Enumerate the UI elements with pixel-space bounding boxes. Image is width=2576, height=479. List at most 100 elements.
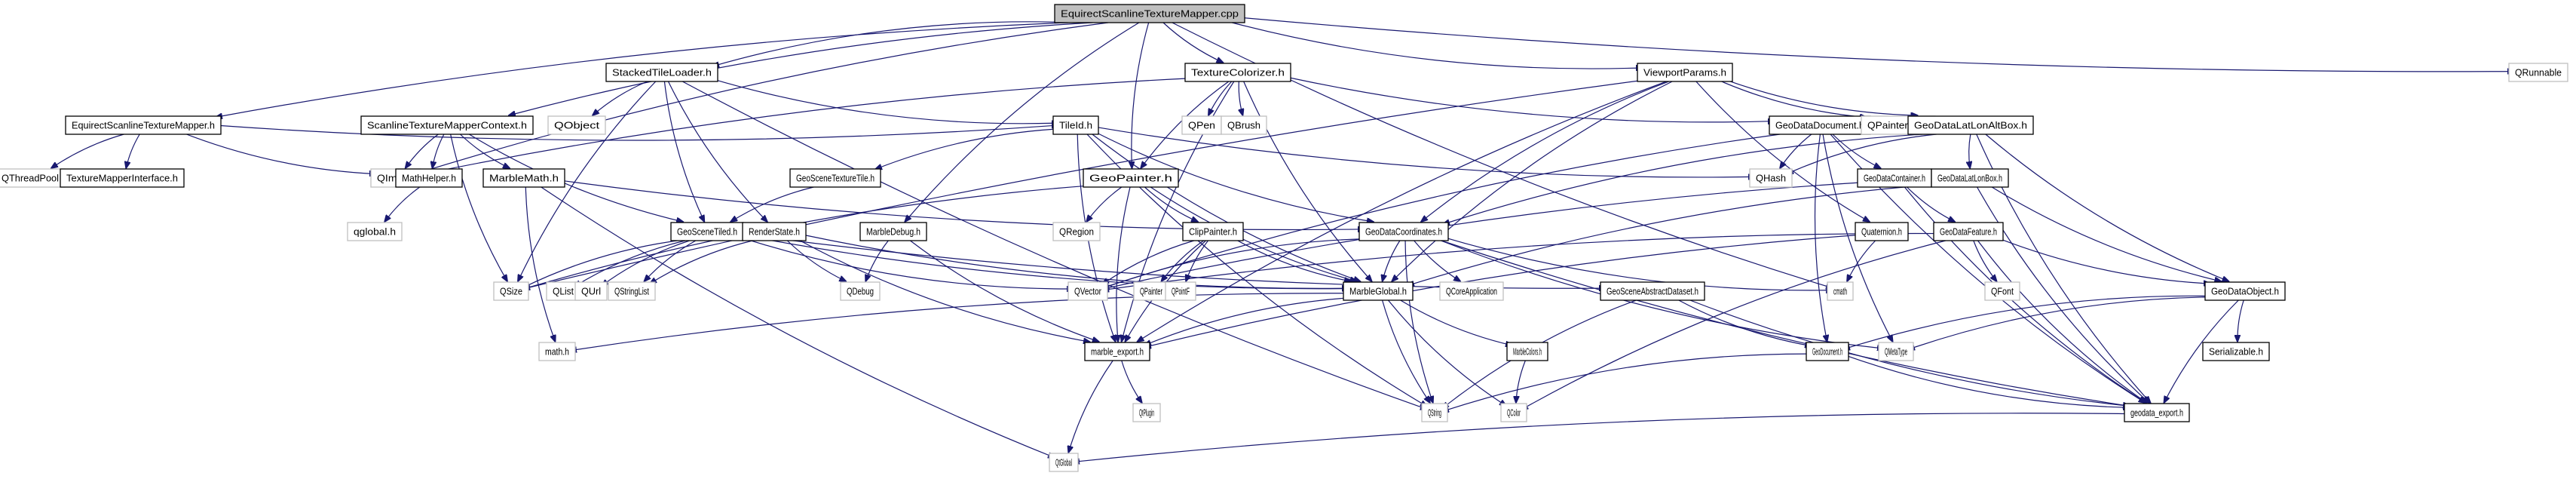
node-geodatalatlonbox-h[interactable]: GeoDataLatLonBox.h <box>1931 168 2009 188</box>
node-label: QPen <box>1188 120 1215 131</box>
node-box <box>1132 403 1161 422</box>
edge-tileid-h-to-marbleglobal-h <box>1092 134 1360 281</box>
node-texturecolorizer-h[interactable]: TextureColorizer.h <box>1184 63 1291 82</box>
node-marblecolors-h[interactable]: MarbleColors.h <box>1506 342 1548 361</box>
node-geoscenetexturetile-h[interactable]: GeoSceneTextureTile.h <box>789 168 881 188</box>
node-qstring: QString <box>1421 403 1448 422</box>
edge-viewportparams-h-to-geodatalatlonaltbox-h <box>1726 79 1918 115</box>
edge-texturecolorizer-h-to-marbleglobal-h <box>1243 81 1372 281</box>
node-box <box>0 168 66 188</box>
edge-geodatacoordinates-h-to-geodata-export-h <box>1441 240 2130 406</box>
edge-equirectscanlinetexturemapper-h-to-qimage <box>186 134 376 174</box>
edge-equirectscanlinetexturemapper-cpp-to-qrunnable <box>1238 17 2514 72</box>
node-box <box>2204 281 2286 301</box>
node-equirectscanlinetexturemapper-cpp[interactable]: EquirectScanlineTextureMapper.cpp <box>1054 4 1245 23</box>
edge-geodatalatlonbox-h-to-geodata-export-h <box>1977 186 2149 403</box>
node-label: QObject <box>554 120 599 131</box>
node-math-h: math.h <box>538 342 576 361</box>
node-mathhelper-h[interactable]: MathHelper.h <box>395 168 463 188</box>
edge-viewportparams-h-to-qpainterpath <box>1721 81 1867 118</box>
node-label: QRunnable <box>2515 67 2562 78</box>
node-label: GeoDataDocument.h <box>1775 120 1864 131</box>
edge-equirectscanlinetexturemapper-h-to-tileid-h <box>214 125 1058 141</box>
node-qdebug: QDebug <box>840 281 881 301</box>
edge-geodatacoordinates-h-to-qvector <box>1102 238 1366 289</box>
node-geodatacoordinates-h[interactable]: GeoDataCoordinates.h <box>1358 222 1449 241</box>
edge-marbleglobal-h-to-qstring <box>1382 299 1430 403</box>
edge-equirectscanlinetexturemapper-cpp-to-stackedtileloader-h <box>712 21 1075 66</box>
node-stackedtileloader-h[interactable]: StackedTileLoader.h <box>605 63 718 82</box>
node-clippainter-h[interactable]: ClipPainter.h <box>1182 222 1244 241</box>
node-box <box>1500 403 1527 422</box>
nodes-layer: EquirectScanlineTextureMapper.cppEquirec… <box>0 4 2568 472</box>
edge-geodataobject-h-to-serializable-h <box>2238 299 2244 342</box>
edge-geodatacoordinates-h-to-marbleglobal-h <box>1383 240 1401 281</box>
node-box <box>605 63 718 82</box>
node-renderstate-h[interactable]: RenderState.h <box>742 222 807 241</box>
node-label: GeoDocument.h <box>1812 346 1842 358</box>
node-geodocument-h[interactable]: GeoDocument.h <box>1806 342 1849 361</box>
node-qvector: QVector <box>1067 281 1108 301</box>
node-marbleglobal-h[interactable]: MarbleGlobal.h <box>1343 281 1414 301</box>
node-box <box>1165 281 1196 301</box>
node-geodataobject-h[interactable]: GeoDataObject.h <box>2204 281 2286 301</box>
node-box <box>1637 63 1733 82</box>
edge-renderstate-h-to-marble-export-h <box>799 240 1090 342</box>
node-texturemapperinterface-h[interactable]: TextureMapperInterface.h <box>60 168 185 188</box>
node-box <box>1067 281 1108 301</box>
node-geoscenetiled-h[interactable]: GeoSceneTiled.h <box>670 222 744 241</box>
node-qmetatype: QMetaType <box>1878 342 1914 361</box>
node-quaternion-h[interactable]: Quaternion.h <box>1855 222 1909 241</box>
node-geodatacontainer-h[interactable]: GeoDataContainer.h <box>1857 168 1932 188</box>
node-geodatalatlonaltbox-h[interactable]: GeoDataLatLonAltBox.h <box>1907 115 2034 135</box>
node-qobject: QObject <box>547 115 606 135</box>
node-serializable-h[interactable]: Serializable.h <box>2202 342 2270 361</box>
edge-geodatafeature-h-to-qvector <box>1102 232 1940 290</box>
node-box <box>1506 342 1548 361</box>
edge-viewportparams-h-to-qsize <box>523 79 1644 289</box>
edge-marble-export-h-to-qtplugin <box>1121 360 1142 403</box>
edge-quaternion-h-to-cmath <box>1847 240 1876 281</box>
node-geodatadocument-h[interactable]: GeoDataDocument.h <box>1769 115 1871 135</box>
node-box <box>395 168 463 188</box>
node-box <box>1749 168 1793 188</box>
node-qthreadpool: QThreadPool <box>0 168 66 188</box>
node-scanlinetexturemappercontext-h[interactable]: ScanlineTextureMapperContext.h <box>360 115 534 135</box>
node-label: GeoDataLatLonAltBox.h <box>1914 120 2027 131</box>
node-qpen: QPen <box>1181 115 1222 135</box>
node-qfont: QFont <box>1984 281 2020 301</box>
node-box <box>2202 342 2270 361</box>
node-geodata-export-h[interactable]: geodata_export.h <box>2124 403 2190 422</box>
node-marblemath-h[interactable]: MarbleMath.h <box>482 168 565 188</box>
node-qstringlist: QStringList <box>608 281 656 301</box>
edge-geodatacontainer-h-to-qvector <box>1102 182 1864 290</box>
node-box <box>493 281 529 301</box>
node-marble-export-h[interactable]: marble_export.h <box>1084 342 1150 361</box>
node-box <box>1600 281 1705 301</box>
node-box <box>1083 168 1179 188</box>
edge-clippainter-h-to-qvector <box>1102 240 1194 284</box>
edge-geodataobject-h-to-geodata-export-h <box>2164 299 2239 403</box>
edge-clippainter-h-to-qpointf <box>1186 240 1208 281</box>
edge-geodatafeature-h-to-qfont <box>1973 240 1997 281</box>
edge-geodataobject-h-to-geodocument-h <box>1843 295 2212 349</box>
node-viewportparams-h[interactable]: ViewportParams.h <box>1637 63 1733 82</box>
node-tileid-h[interactable]: TileId.h <box>1052 115 1099 135</box>
node-equirectscanlinetexturemapper-h[interactable]: EquirectScanlineTextureMapper.h <box>65 115 222 135</box>
node-label: QPointF <box>1172 286 1190 297</box>
node-marbledebug-h[interactable]: MarbleDebug.h <box>859 222 927 241</box>
edge-geoscenetiled-h-to-qurl <box>602 240 690 286</box>
edge-equirectscanlinetexturemapper-cpp-to-viewportparams-h <box>1232 22 1643 69</box>
edge-equirectscanlinetexturemapper-h-to-qthreadpool <box>51 134 124 168</box>
node-label: QStringList <box>614 286 649 297</box>
node-geopainter-h[interactable]: GeoPainter.h <box>1083 168 1179 188</box>
node-box <box>1931 168 2009 188</box>
node-label: MarbleColors.h <box>1513 346 1542 358</box>
node-geodatafeature-h[interactable]: GeoDataFeature.h <box>1933 222 2004 241</box>
edge-marblemath-h-to-math-h <box>525 186 555 342</box>
node-box <box>1052 222 1101 241</box>
node-label: EquirectScanlineTextureMapper.h <box>72 120 215 131</box>
node-label: MathHelper.h <box>402 173 456 184</box>
node-qpainter: QPainter <box>1133 281 1169 301</box>
node-geosceneabstractdataset-h[interactable]: GeoSceneAbstractDataset.h <box>1600 281 1705 301</box>
